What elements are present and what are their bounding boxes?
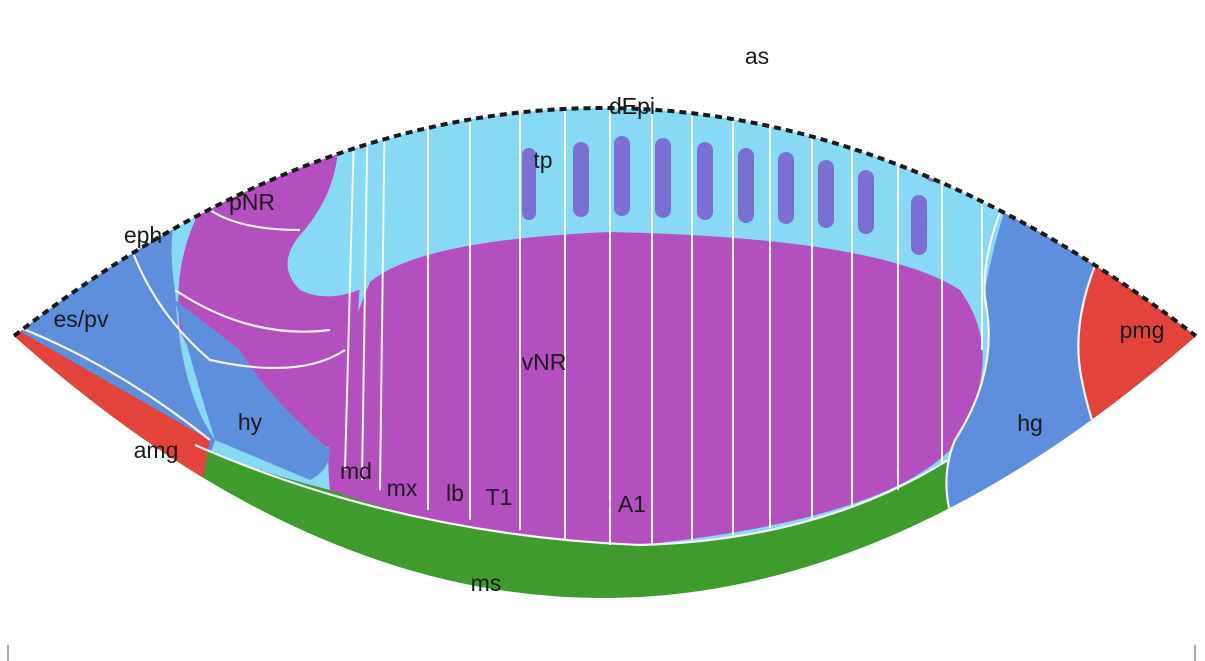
label-lb: lb xyxy=(446,480,464,506)
label-t1: T1 xyxy=(486,484,513,510)
label-depi: dEpi xyxy=(609,93,655,119)
label-vnr: vNR xyxy=(522,349,567,375)
label-hg: hg xyxy=(1017,410,1043,436)
label-md: md xyxy=(340,458,372,484)
hypopharynx-region xyxy=(175,300,330,480)
label-ms: ms xyxy=(471,570,502,596)
label-es-pv: es/pv xyxy=(54,306,109,332)
mesoderm-region xyxy=(195,445,978,598)
label-hy: hy xyxy=(238,409,263,435)
label-as: as xyxy=(745,43,769,69)
label-a1: A1 xyxy=(618,491,646,517)
label-pnr: pNR xyxy=(229,189,275,215)
label-pmg: pmg xyxy=(1120,317,1165,343)
label-eph: eph xyxy=(124,222,162,248)
dorsal-outline xyxy=(12,106,1198,338)
label-mx: mx xyxy=(387,475,418,501)
label-amg: amg xyxy=(134,437,179,463)
epidermis-tongue-region xyxy=(294,108,380,297)
ventral-neurogenic-region xyxy=(328,232,983,545)
label-tp: tp xyxy=(533,147,552,173)
